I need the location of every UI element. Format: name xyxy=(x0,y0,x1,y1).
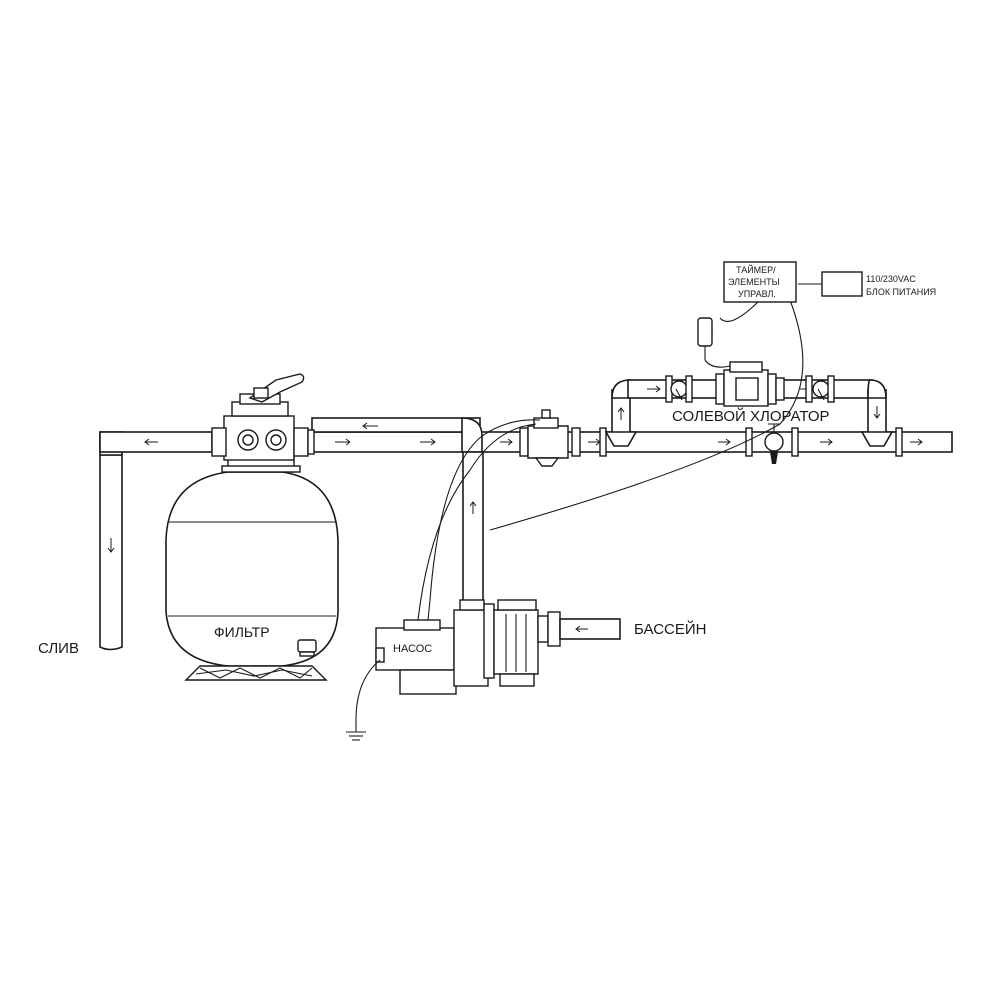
check-valve xyxy=(519,409,569,467)
bypass-ball-valve xyxy=(764,423,784,464)
power-supply-box xyxy=(821,271,863,297)
sand-filter xyxy=(165,373,339,681)
electrical-cables xyxy=(346,283,822,741)
power-label-line1: 110/230VAC xyxy=(866,274,916,284)
power-label-line2: БЛОК ПИТАНИЯ xyxy=(866,287,936,297)
chlorinator-bypass-loop xyxy=(604,317,894,447)
pump-label: НАСОС xyxy=(393,643,432,655)
timer-label-line3: УПРАВЛ. xyxy=(738,289,776,299)
filter-label: ФИЛЬТР xyxy=(214,624,270,640)
pump xyxy=(375,451,621,695)
timer-label-line2: ЭЛЕМЕНТЫ xyxy=(728,277,780,287)
chlorinator-label: СОЛЕВОЙ ХЛОРАТОР xyxy=(672,407,830,425)
drain-label: СЛИВ xyxy=(38,640,79,657)
timer-control-box xyxy=(723,261,797,303)
pool-label: БАССЕЙН xyxy=(634,620,706,638)
timer-label-line1: ТАЙМЕР/ xyxy=(736,264,776,275)
